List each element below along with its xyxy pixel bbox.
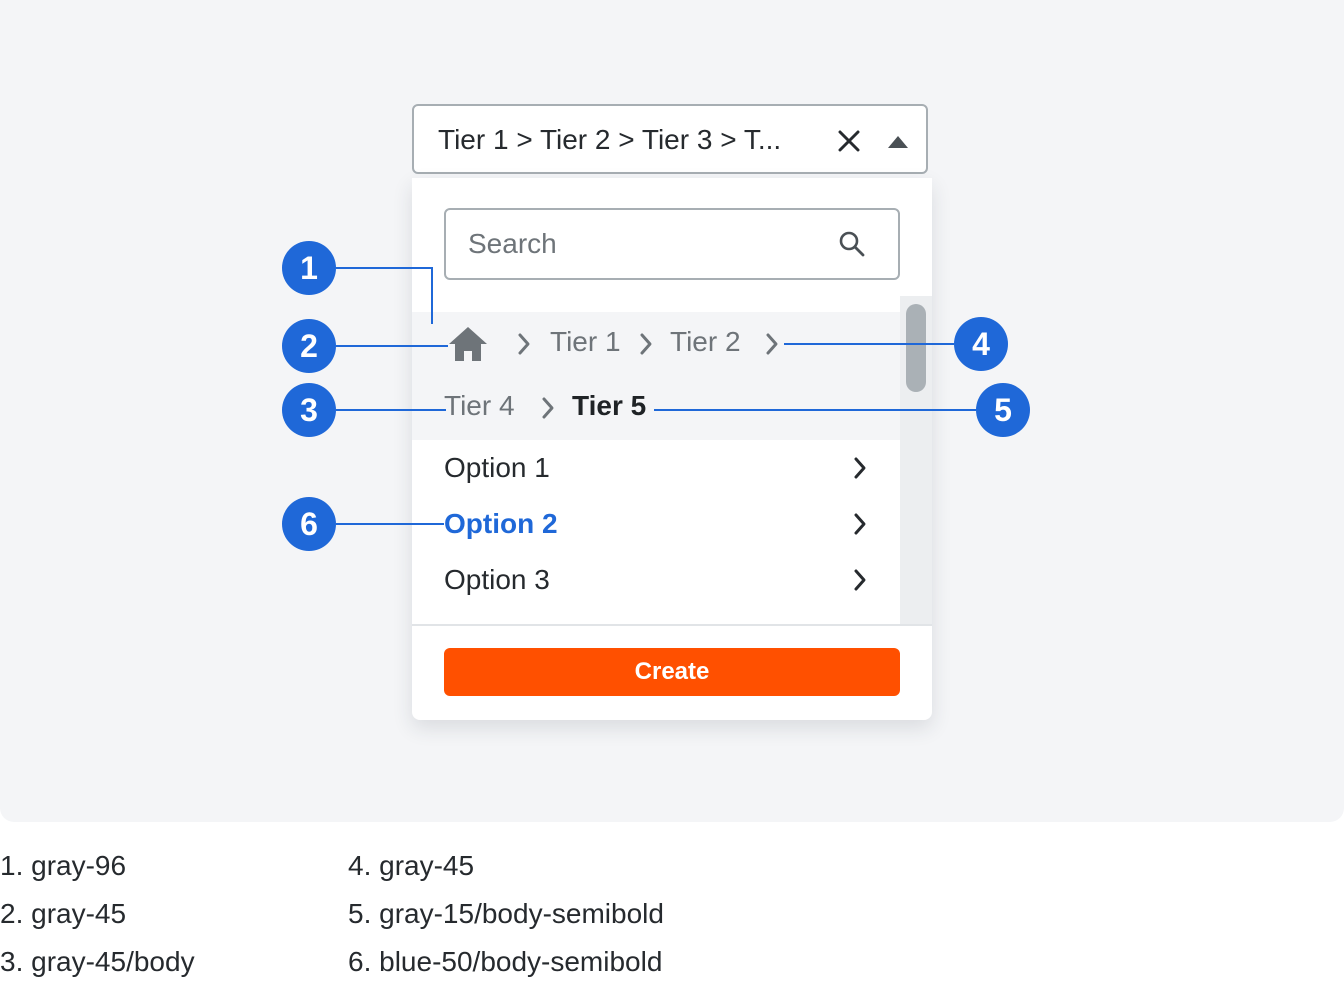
chevron-right-icon	[640, 333, 652, 355]
search-icon[interactable]	[838, 230, 866, 258]
chevron-right-icon	[854, 569, 866, 591]
chevron-right-icon	[854, 513, 866, 535]
home-icon[interactable]	[448, 326, 488, 362]
legend-item: 2. gray-45	[0, 898, 127, 929]
option-label: Option 3	[444, 564, 550, 595]
callout-badge-2: 2	[282, 319, 336, 373]
legend-item: 5. gray-15/body-semibold	[348, 898, 664, 929]
dropdown-panel: Tier 1 Tier 2 Tier 4 Tier 5 Option 1	[412, 178, 932, 720]
callout-badge-5: 5	[976, 383, 1030, 437]
option-label: Option 1	[444, 452, 550, 483]
legend-item: 1. gray-96	[0, 850, 127, 881]
chevron-right-icon	[766, 333, 778, 355]
option-label: Option 2	[444, 508, 558, 539]
callout-badge-1: 1	[282, 241, 336, 295]
callout-badge-3: 3	[282, 383, 336, 437]
chevron-right-icon	[518, 333, 530, 355]
chevron-right-icon	[854, 457, 866, 479]
annotation-canvas: Tier 1 > Tier 2 > Tier 3 > T... Tier 1	[0, 0, 1344, 822]
breadcrumb: Tier 1 Tier 2 Tier 4 Tier 5	[412, 312, 900, 440]
breadcrumb-current: Tier 5	[572, 390, 647, 421]
search-field	[444, 208, 900, 280]
callout-badge-6: 6	[282, 497, 336, 551]
select-value: Tier 1 > Tier 2 > Tier 3 > T...	[438, 124, 782, 155]
legend-item: 3. gray-45/body	[0, 946, 195, 977]
legend-item: 6. blue-50/body-semibold	[348, 946, 663, 977]
caret-up-icon[interactable]	[888, 136, 908, 148]
legend-item: 4. gray-45	[348, 850, 475, 881]
breadcrumb-item-tier-1[interactable]: Tier 1	[550, 326, 621, 357]
chevron-right-icon	[542, 397, 554, 419]
callout-badge-4: 4	[954, 317, 1008, 371]
search-input[interactable]	[468, 210, 828, 278]
breadcrumb-item-tier-2[interactable]: Tier 2	[670, 326, 741, 357]
option-list: Option 1 Option 2 Option 3	[412, 440, 900, 624]
option-item-active[interactable]: Option 2	[412, 496, 900, 552]
option-item[interactable]: Option 1	[412, 440, 900, 496]
cascade-select[interactable]: Tier 1 > Tier 2 > Tier 3 > T...	[412, 104, 928, 174]
breadcrumb-item-tier-4[interactable]: Tier 4	[444, 390, 515, 421]
create-button[interactable]: Create	[444, 648, 900, 696]
footer-divider	[412, 624, 932, 626]
scrollbar-thumb[interactable]	[906, 304, 926, 392]
close-icon[interactable]	[838, 130, 860, 152]
option-item[interactable]: Option 3	[412, 552, 900, 608]
